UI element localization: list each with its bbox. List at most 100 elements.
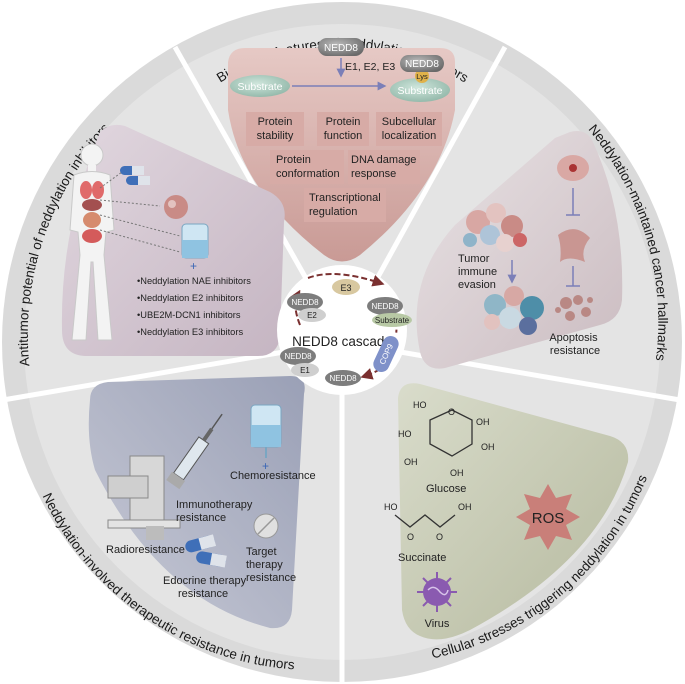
apoptosis-label: Apoptosis resistance xyxy=(549,332,600,357)
svg-text:•UBE2M-DCN1 inhibitors: •UBE2M-DCN1 inhibitors xyxy=(137,310,241,320)
svg-text:function: function xyxy=(324,130,363,142)
svg-text:+: + xyxy=(262,459,269,473)
succinate-label: Succinate xyxy=(398,552,446,564)
e1-nedd8-label: NEDD8 xyxy=(284,352,312,361)
top-panel: NEDD8 E1, E2, E3 Substrate Substrate Lys… xyxy=(228,38,455,262)
ros-label: ROS xyxy=(532,510,565,527)
succinate-structure xyxy=(394,514,456,528)
pill-icons xyxy=(120,166,150,185)
apoptotic-bodies xyxy=(555,295,593,321)
succinate-o1: O xyxy=(407,532,414,542)
svg-text:Subcellular: Subcellular xyxy=(382,116,437,128)
svg-text:DNA damage: DNA damage xyxy=(351,154,416,166)
free-nedd8-label: NEDD8 xyxy=(329,374,357,383)
svg-text:•Neddylation E2 inhibitors: •Neddylation E2 inhibitors xyxy=(137,293,243,303)
svg-text:HO: HO xyxy=(413,400,427,410)
e2-nedd8-node xyxy=(287,293,323,311)
svg-text:localization: localization xyxy=(382,130,436,142)
endocrine-therapy-label: Edocrine therapy resistance xyxy=(163,575,249,600)
substrate-node xyxy=(372,313,412,327)
radiotherapy-machine-icon xyxy=(107,455,181,540)
substrate-right-label: Substrate xyxy=(398,85,443,97)
svg-text:Protein: Protein xyxy=(258,116,293,128)
substrate-label: Substrate xyxy=(375,316,410,325)
nedd8-pill xyxy=(318,38,364,56)
human-body-icon xyxy=(69,143,115,341)
stressed-cell xyxy=(558,229,590,262)
virus-icon xyxy=(417,572,457,612)
glucose-label: Glucose xyxy=(426,483,466,495)
enzymes-label: E1, E2, E3 xyxy=(345,61,395,73)
glucose-labels: O HO HO OH OH OH OH xyxy=(398,400,495,478)
chemoresistance-label: Chemoresistance xyxy=(230,470,316,482)
lys-label: Lys xyxy=(416,72,428,81)
dashed-connectors xyxy=(99,171,181,253)
cascade-arrow-top xyxy=(307,273,385,287)
immune-cell-cluster xyxy=(484,286,544,335)
svg-text:•Neddylation E3 inhibitors: •Neddylation E3 inhibitors xyxy=(137,327,243,337)
healthy-cell-nucleus xyxy=(569,164,577,172)
radioresistance-label: Radioresistance xyxy=(106,544,185,556)
free-nedd8-node xyxy=(325,370,361,386)
svg-text:Transcriptional: Transcriptional xyxy=(309,192,381,204)
nedd8-attached-pill xyxy=(400,55,444,72)
succinate-ho: HO xyxy=(384,502,398,512)
svg-text:OH: OH xyxy=(404,457,418,467)
e2-nedd8-label: NEDD8 xyxy=(291,298,319,307)
substrate-nedd8-node xyxy=(367,297,403,315)
svg-text:OH: OH xyxy=(450,468,464,478)
svg-text:stability: stability xyxy=(257,130,294,142)
svg-text:Protein: Protein xyxy=(276,154,311,166)
substrate-left-label: Substrate xyxy=(238,81,283,93)
svg-text:OH: OH xyxy=(476,417,490,427)
bottom-left-panel: Radioresistance Immunotherapy resistance… xyxy=(88,376,316,629)
e1-label: E1 xyxy=(300,366,310,375)
svg-text:O: O xyxy=(448,407,455,417)
e2-label: E2 xyxy=(307,311,317,320)
inhibitor-list: •Neddylation NAE inhibitors •Neddylation… xyxy=(137,276,251,337)
svg-text:OH: OH xyxy=(481,442,495,452)
virus-label: Virus xyxy=(425,618,450,630)
tablet-icon xyxy=(253,513,279,539)
immune-evasion-label: Tumor immune evasion xyxy=(458,253,500,291)
feature-boxes: Protein stability Protein function Subce… xyxy=(246,112,442,222)
lys-dot xyxy=(415,69,429,83)
ros-burst xyxy=(516,484,580,550)
substrate-right xyxy=(390,78,450,102)
svg-text:+: + xyxy=(190,259,197,273)
cascade-title: NEDD8 cascade xyxy=(292,334,392,349)
svg-text:HO: HO xyxy=(398,429,412,439)
iv-bag-icon: + xyxy=(250,404,282,473)
bottom-right-panel: O HO HO OH OH OH OH Glucose HO OH O O Su… xyxy=(384,383,629,640)
tumor-tissue-detail xyxy=(168,200,176,208)
e1-node xyxy=(291,363,319,377)
succinate-o2: O xyxy=(436,532,443,542)
svg-text:regulation: regulation xyxy=(309,206,357,218)
immunotherapy-label: Immunotherapy resistance xyxy=(176,499,256,524)
e3-label: E3 xyxy=(340,283,351,293)
substrate-nedd8-label: NEDD8 xyxy=(371,302,399,311)
target-therapy-label: Target therapy resistance xyxy=(246,546,296,584)
cop9-node xyxy=(373,336,399,372)
center-cascade: E3 NEDD8 E2 NEDD8 Substrate NEDD8 cascad… xyxy=(277,265,412,395)
succinate-oh: OH xyxy=(458,502,472,512)
syringe-icon xyxy=(166,413,223,490)
nedd8-attached-label: NEDD8 xyxy=(405,59,439,70)
tumor-cell-cluster xyxy=(463,203,527,252)
svg-text:response: response xyxy=(351,168,396,180)
left-panel: + •Neddylation NAE inhibitors •Neddylati… xyxy=(61,124,285,356)
capsule-icons xyxy=(185,534,227,568)
svg-text:•Neddylation NAE inhibitors: •Neddylation NAE inhibitors xyxy=(137,276,251,286)
svg-text:conformation: conformation xyxy=(276,168,340,180)
right-panel: Tumor immune evasion Apoptosis resistanc… xyxy=(416,131,623,369)
e2-node xyxy=(298,308,326,322)
left-iv-bag-icon: + xyxy=(181,223,209,273)
glucose-structure xyxy=(429,409,473,457)
tumor-tissue-icon xyxy=(164,195,188,219)
e1-nedd8-node xyxy=(280,347,316,365)
svg-text:Protein: Protein xyxy=(326,116,361,128)
e3-node xyxy=(332,279,360,295)
nedd8-label: NEDD8 xyxy=(324,43,358,54)
substrate-left xyxy=(230,75,290,97)
